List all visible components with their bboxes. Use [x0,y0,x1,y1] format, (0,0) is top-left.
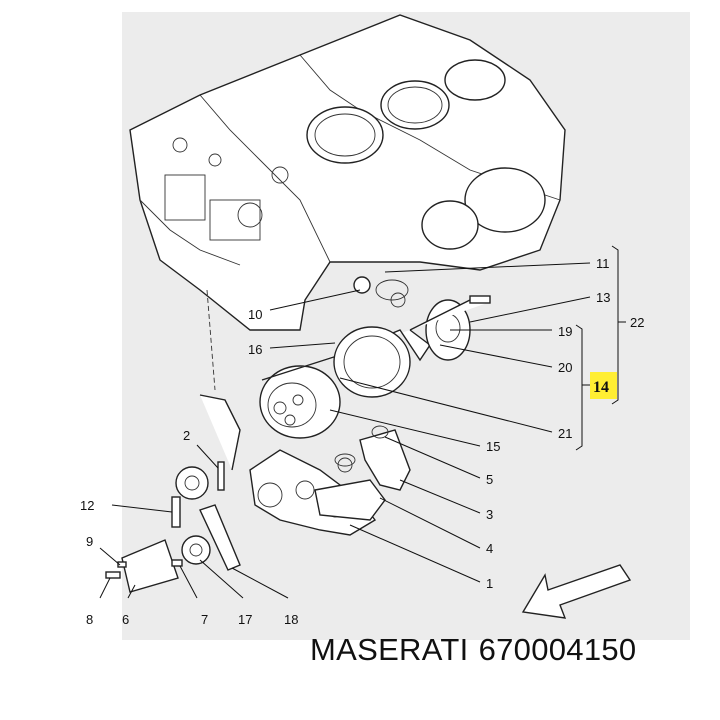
callout-labels: 11 13 22 19 20 14 21 10 16 15 5 3 4 1 2 … [80,256,644,627]
callout-4: 4 [486,541,493,556]
callout-5: 5 [486,472,493,487]
oil-pump-assembly [105,289,411,593]
callout-3: 3 [486,507,493,522]
callout-21: 21 [558,426,572,441]
engine-block [129,14,566,331]
callout-2: 2 [183,428,190,443]
brand-name: MASERATI [310,632,469,667]
callout-12: 12 [80,498,94,513]
callout-6: 6 [122,612,129,627]
oil-filter-assembly [259,276,491,439]
part-number: 670004150 [478,632,637,667]
part-caption: MASERATI 670004150 [310,632,710,668]
callout-20: 20 [558,360,572,375]
callout-19: 19 [558,324,572,339]
callout-22: 22 [630,315,644,330]
direction-arrow [521,564,632,619]
callout-1: 1 [486,576,493,591]
callout-11: 11 [596,256,610,271]
callout-14: 14 [593,379,609,396]
callout-8: 8 [86,612,93,627]
callout-15: 15 [486,439,500,454]
highlight-box [590,372,617,399]
callout-18: 18 [284,612,298,627]
callout-7: 7 [201,612,208,627]
callout-9: 9 [86,534,93,549]
callout-17: 17 [238,612,252,627]
callout-13: 13 [596,290,610,305]
leader-lines [99,245,626,599]
callout-10: 10 [248,307,262,322]
callout-16: 16 [248,342,262,357]
